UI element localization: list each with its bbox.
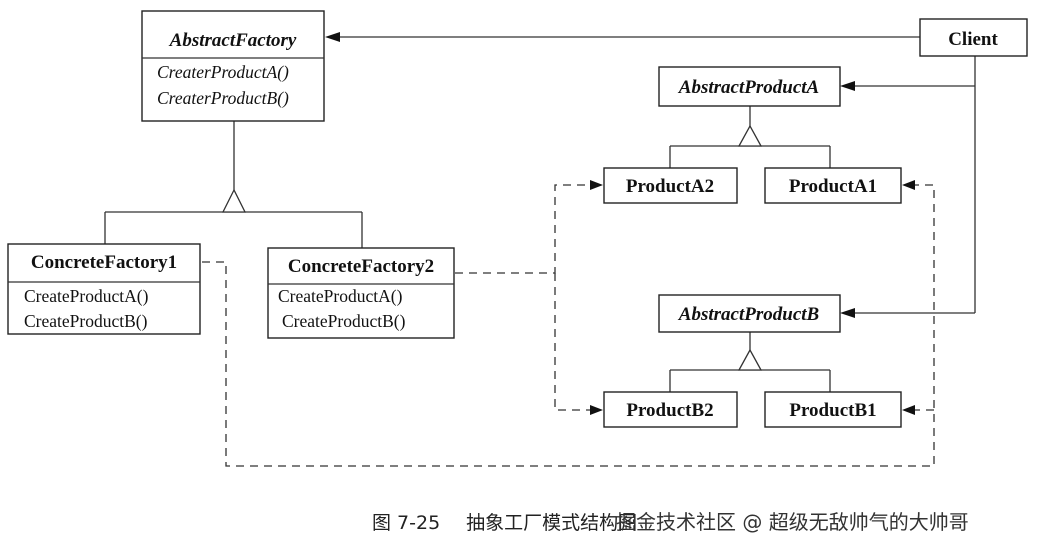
concrete-factory1-class: ConcreteFactory1 CreateProductA() Create… bbox=[7, 243, 201, 335]
figure-title: 抽象工厂模式结构图 bbox=[466, 512, 638, 534]
abstract-product-b-class: AbstractProductB bbox=[658, 294, 841, 333]
concrete-factory2-op-b: CreateProductB() bbox=[282, 311, 406, 331]
client-name: Client bbox=[948, 29, 998, 50]
client-class: Client bbox=[919, 18, 1028, 57]
client-to-product-b-arrowhead bbox=[840, 308, 855, 318]
abstract-factory-op-b: CreaterProductB() bbox=[157, 88, 289, 108]
factory2-to-product-a2-arrowhead bbox=[590, 180, 603, 190]
abstract-factory-op-a: CreaterProductA() bbox=[157, 62, 289, 82]
concrete-factory2-class: ConcreteFactory2 CreateProductA() Create… bbox=[267, 247, 455, 339]
factory2-dependency-line bbox=[455, 184, 590, 274]
concrete-factory2-name: ConcreteFactory2 bbox=[288, 256, 434, 277]
factory2-to-product-b2-line bbox=[554, 273, 590, 411]
abstract-factory-name: AbstractFactory bbox=[169, 30, 297, 51]
concrete-factory1-op-b: CreateProductB() bbox=[24, 311, 148, 331]
client-to-factory-arrowhead bbox=[325, 32, 340, 42]
factory1-to-product-a1-arrowhead bbox=[902, 180, 915, 190]
factory1-to-product-b1-arrowhead bbox=[902, 405, 915, 415]
abstract-product-a-class: AbstractProductA bbox=[658, 66, 841, 107]
concrete-factory1-name: ConcreteFactory1 bbox=[31, 252, 177, 273]
factory-generalization-triangle bbox=[221, 188, 247, 213]
product-b1-name: ProductB1 bbox=[789, 400, 876, 421]
concrete-factory1-op-a: CreateProductA() bbox=[24, 286, 149, 306]
product-a1-name: ProductA1 bbox=[789, 176, 877, 197]
client-to-product-a-arrowhead bbox=[840, 81, 855, 91]
factory2-to-product-b2-arrowhead bbox=[590, 405, 603, 415]
abstract-factory-class: AbstractFactory CreaterProductA() Create… bbox=[141, 10, 325, 122]
figure-caption: 图 7-25 抽象工厂模式结构图 bbox=[372, 508, 637, 535]
factory1-dependency-line bbox=[202, 184, 935, 467]
product-b-generalization-triangle bbox=[737, 348, 763, 371]
product-b2-name: ProductB2 bbox=[626, 400, 713, 421]
product-a2-name: ProductA2 bbox=[626, 176, 714, 197]
product-a1-class: ProductA1 bbox=[764, 167, 902, 204]
abstract-product-a-name: AbstractProductA bbox=[678, 77, 819, 98]
abstract-product-b-name: AbstractProductB bbox=[678, 304, 819, 325]
watermark-text: 掘金技术社区 @ 超级无敌帅气的大帅哥 bbox=[616, 510, 969, 534]
product-a2-class: ProductA2 bbox=[603, 167, 738, 204]
figure-number: 图 7-25 bbox=[372, 512, 441, 534]
concrete-factory2-op-a: CreateProductA() bbox=[278, 286, 403, 306]
product-a-generalization-triangle bbox=[737, 124, 763, 147]
product-b1-class: ProductB1 bbox=[764, 391, 902, 428]
product-b2-class: ProductB2 bbox=[603, 391, 738, 428]
